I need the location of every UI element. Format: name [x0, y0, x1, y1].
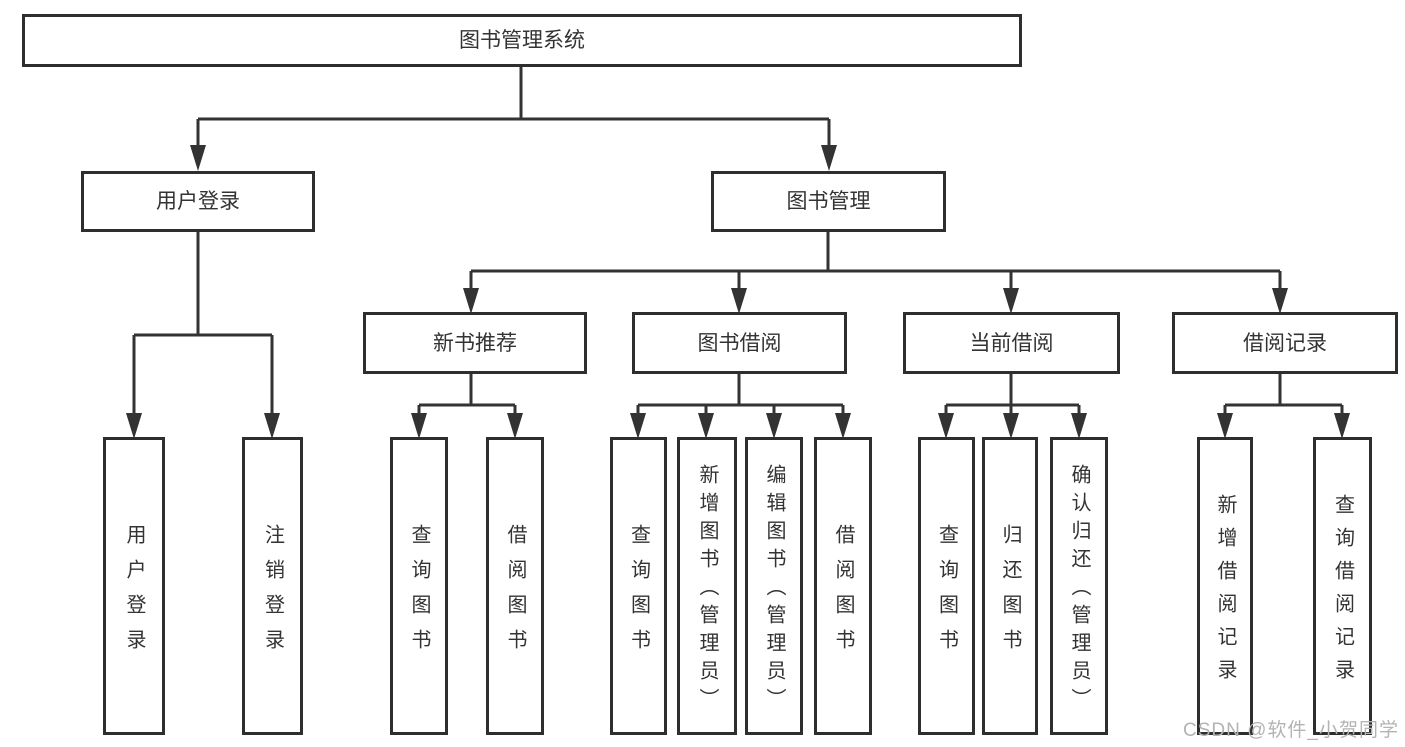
connector-current-borrow-group — [944, 374, 1081, 416]
node-user-login: 用户登录 — [81, 171, 315, 232]
arrow-down-icon — [835, 413, 851, 439]
arrow-down-icon — [507, 413, 523, 439]
node-leaf-add-book: 新增图书（管理员） — [677, 437, 737, 735]
node-root: 图书管理系统 — [22, 14, 1022, 67]
connector-borrow-records-group — [1223, 374, 1344, 416]
connector-book-borrow-group — [636, 374, 845, 416]
arrow-down-icon — [1003, 413, 1019, 439]
arrow-down-icon — [630, 413, 646, 439]
arrow-down-icon — [821, 145, 837, 171]
node-current-borrow: 当前借阅 — [903, 312, 1120, 374]
node-leaf-user-login: 用户登录 — [103, 437, 165, 735]
node-leaf-query-book-1: 查询图书 — [390, 437, 448, 735]
node-leaf-query-book-3: 查询图书 — [918, 437, 975, 735]
node-book-mgmt: 图书管理 — [711, 171, 946, 232]
node-new-book-rec: 新书推荐 — [363, 312, 587, 374]
connector-book-mgmt-to-level3 — [469, 232, 1282, 296]
node-leaf-borrow-book-1: 借阅图书 — [486, 437, 544, 735]
arrow-down-icon — [190, 145, 206, 171]
arrow-down-icon — [1217, 413, 1233, 439]
arrow-down-icon — [698, 413, 714, 439]
arrow-down-icon — [1272, 288, 1288, 314]
node-leaf-query-record: 查询借阅记录 — [1313, 437, 1372, 735]
arrow-down-icon — [126, 413, 142, 439]
arrow-down-icon — [411, 413, 427, 439]
node-leaf-confirm-return: 确认归还（管理员） — [1050, 437, 1108, 735]
arrow-down-icon — [1334, 413, 1350, 439]
node-book-borrow: 图书借阅 — [632, 312, 847, 374]
node-leaf-add-record: 新增借阅记录 — [1197, 437, 1253, 735]
connector-new-book-rec-group — [417, 374, 517, 416]
node-leaf-query-book-2: 查询图书 — [610, 437, 667, 735]
arrow-down-icon — [1003, 288, 1019, 314]
node-leaf-logout: 注销登录 — [242, 437, 303, 735]
arrow-down-icon — [1071, 413, 1087, 439]
node-leaf-borrow-book-2: 借阅图书 — [814, 437, 872, 735]
arrow-down-icon — [731, 288, 747, 314]
watermark: CSDN @软件_小贺同学 — [1183, 720, 1399, 741]
arrow-down-icon — [938, 413, 954, 439]
arrow-down-icon — [264, 413, 280, 439]
node-leaf-edit-book: 编辑图书（管理员） — [745, 437, 803, 735]
node-borrow-records: 借阅记录 — [1172, 312, 1398, 374]
node-leaf-return-book: 归还图书 — [982, 437, 1038, 735]
connector-root-to-level2 — [196, 67, 831, 150]
arrow-down-icon — [463, 288, 479, 314]
arrow-down-icon — [766, 413, 782, 439]
connector-user-login-group — [132, 232, 274, 416]
